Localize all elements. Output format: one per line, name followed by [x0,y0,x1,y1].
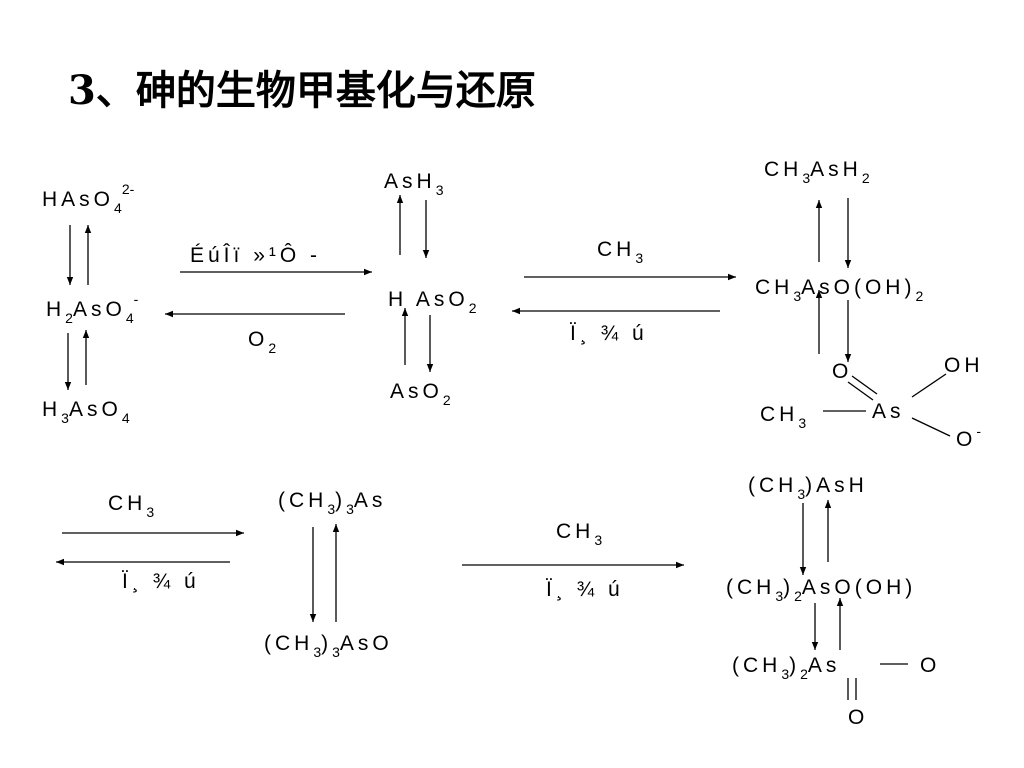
arsine-label: AsH3 [384,170,444,198]
trimethylarsine-oxide-label: (CH3)3AsO [264,632,393,660]
demethylation-label-3: Ï¸ ¾ ú [546,578,624,601]
methylation-label-3: CH3 [556,520,602,548]
bond-double-a [847,381,874,401]
structure-hydroxyl: OH [944,354,984,377]
reduction-label: ÉúÎï »¹Ô - [190,244,321,267]
bond-oxygen-minus [911,417,951,437]
slide-title: 3、砷的生物甲基化与还原 [68,67,536,114]
methylation-label-2: CH3 [108,492,154,520]
dimethylarsinate-oxygen-right: O [920,654,940,677]
demethylation-label-2: Ï¸ ¾ ú [122,570,200,593]
arsenic-acid-label: H3AsO4 [42,398,130,426]
demethylation-label-1: Ï¸ ¾ ú [570,322,648,345]
oxidation-label: O2 [248,328,276,356]
methylarsine-label: CH3AsH2 [764,158,870,186]
methylation-label-1: CH3 [597,238,643,266]
structure-oxygen-double: O [832,360,852,383]
dihydrogen-arsenate-label: H2AsO4- [46,291,139,326]
trimethylarsine-label: (CH3)3As [278,489,386,517]
structure-arsenic: As [872,400,905,423]
dimethylarsine-label: (CH3)AsH [748,474,868,502]
structure-oxygen-minus: O- [956,423,981,451]
hydrogen-arsenate-label: HAsO42- [42,181,135,216]
dimethylarsinic-acid-label: (CH3)2AsO(OH) [726,576,916,604]
structure-methyl: CH3 [760,403,806,431]
bond-double-b [851,375,878,395]
arsenous-acid-label: H AsO2 [388,288,477,316]
methylarsonic-acid-label: CH3AsO(OH)2 [755,276,923,304]
dimethylarsinate-label: (CH3)2As [732,654,840,682]
dimethylarsinate-oxygen-bottom: O [848,706,868,729]
bond-hydroxyl [911,373,947,398]
arsenite-label: AsO2 [390,380,451,408]
